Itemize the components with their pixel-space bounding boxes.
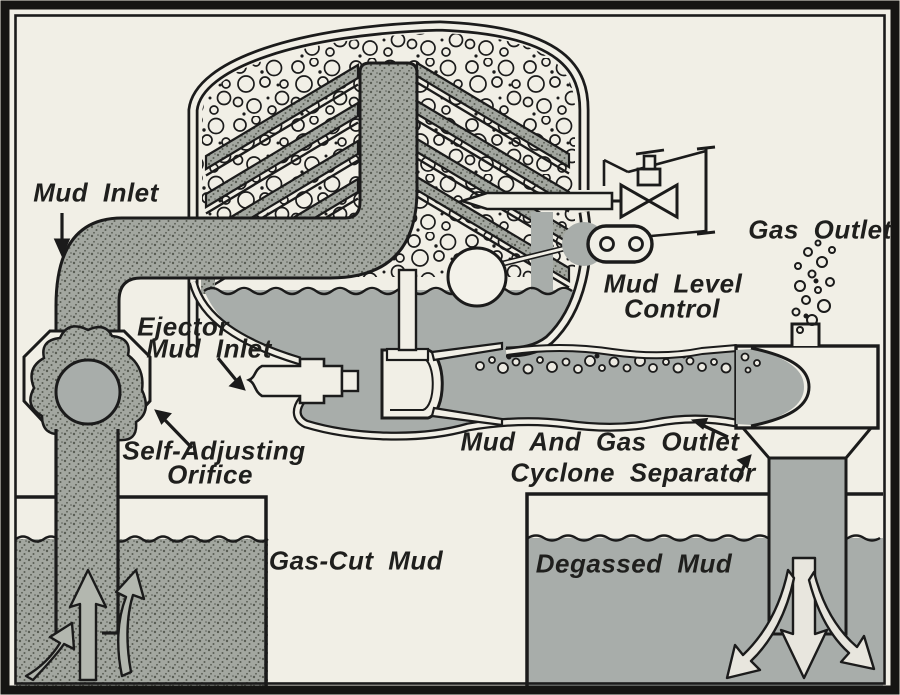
cyclone-arrow xyxy=(736,454,752,469)
float-ball xyxy=(446,246,508,308)
ejector-nozzle xyxy=(380,268,504,427)
label-arrows xyxy=(53,213,752,483)
orifice-arrow xyxy=(154,409,172,425)
label-mud-inlet: Mud Inlet xyxy=(33,177,159,208)
label-mud-and-gas-outlet: Mud And Gas Outlet xyxy=(460,426,740,457)
discharge-arrows xyxy=(725,556,876,680)
mud-level-control xyxy=(446,145,716,308)
label-mud-level-line2: Control xyxy=(624,293,720,324)
mud-inlet-pipe xyxy=(54,61,419,334)
tank-walls xyxy=(187,20,738,441)
linkage-link xyxy=(586,224,654,264)
ejector-mud-inlet-pipe xyxy=(246,357,360,405)
gas-bubbles xyxy=(791,239,836,334)
self-adjusting-orifice xyxy=(22,325,152,451)
label-orifice-line2: Orifice xyxy=(167,459,253,490)
tank-mud-pool xyxy=(203,286,736,436)
label-mud-level-line1: Mud Level xyxy=(603,268,743,299)
label-orifice-line1: Self-Adjusting xyxy=(122,435,306,466)
mud-gas-outlet-arrow xyxy=(690,417,709,430)
ejector-arrow xyxy=(228,375,246,391)
suction-flow-arrows xyxy=(24,568,146,682)
control-valve xyxy=(619,148,679,220)
control-pipe xyxy=(457,191,614,211)
mud-inlet-arrow xyxy=(53,238,71,258)
label-gas-outlet: Gas Outlet xyxy=(748,214,892,245)
label-gas-cut-mud: Gas-Cut Mud xyxy=(268,545,444,576)
gas-outlet-stack xyxy=(790,322,821,346)
label-ejector-line1: Ejector xyxy=(137,311,229,342)
label-cyclone-separator: Cyclone Separator xyxy=(510,457,756,488)
standpipe xyxy=(397,268,418,352)
cyclone-separator xyxy=(725,239,880,680)
label-ejector-line2: Mud Inlet xyxy=(146,333,272,364)
label-degassed-mud: Degassed Mud xyxy=(535,548,733,579)
